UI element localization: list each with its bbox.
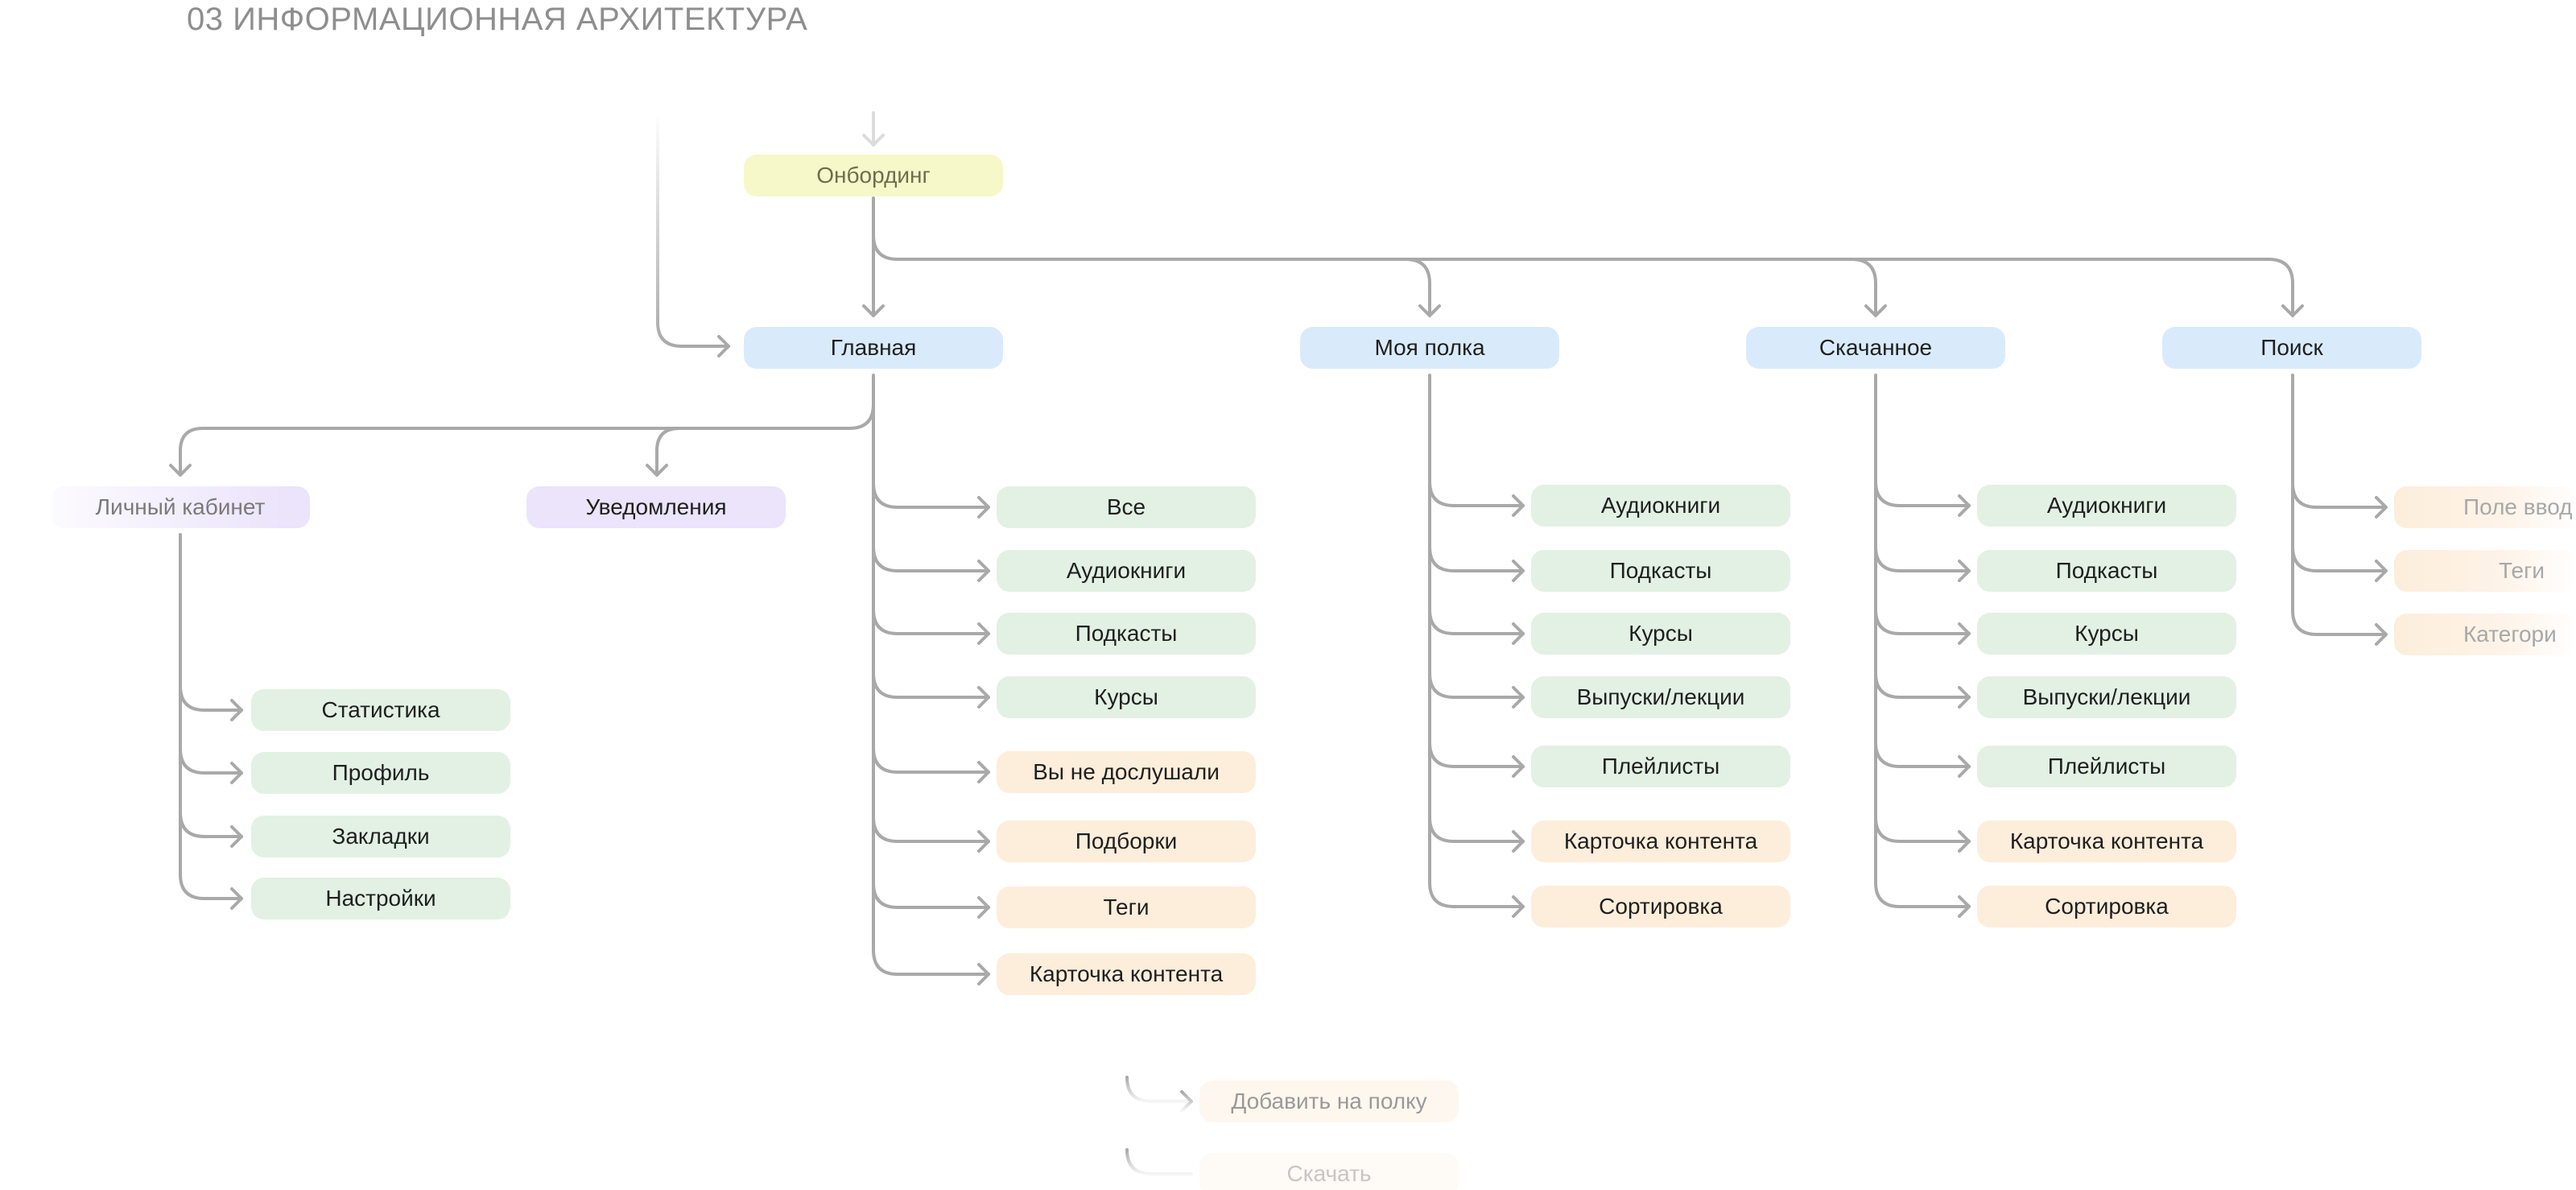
home-item: Все <box>997 486 1256 528</box>
downloads-item: Сортировка <box>1977 886 2236 928</box>
shelf-item: Аудиокниги <box>1531 485 1790 527</box>
card-branches <box>1125 1002 1193 1190</box>
left-incoming-arrowhead <box>717 335 730 357</box>
node-shelf: Моя полка <box>1300 327 1559 369</box>
left-incoming-line <box>656 111 730 348</box>
downloads-item: Курсы <box>1977 613 2236 655</box>
downloads-item: Аудиокниги <box>1977 485 2236 527</box>
node-notifications: Уведомления <box>526 486 786 528</box>
account-item: Закладки <box>251 816 510 857</box>
search-item: Поле ввод <box>2394 486 2576 528</box>
card-item: Скачать <box>1199 1153 1459 1190</box>
card-item: Добавить на полку <box>1199 1081 1459 1122</box>
downloads-branches <box>1874 480 1971 918</box>
node-downloads: Скачанное <box>1746 327 2005 369</box>
shelf-item: Карточка контента <box>1531 820 1790 862</box>
downloads-item: Выпуски/лекции <box>1977 676 2236 718</box>
search-item: Теги <box>2394 550 2576 592</box>
account-item: Статистика <box>251 689 510 731</box>
search-spine <box>2291 374 2388 636</box>
shelf-branches <box>1428 480 1525 918</box>
downloads-spine <box>1874 374 1971 908</box>
node-account: Личный кабинет <box>51 486 310 528</box>
shelf-item: Курсы <box>1531 613 1790 655</box>
downloads-item: Подкасты <box>1977 550 2236 592</box>
home-item-card: Карточка контента <box>997 953 1256 995</box>
search-branches <box>2291 481 2388 646</box>
onboarding-to-downloads <box>1404 258 1877 317</box>
shelf-item: Сортировка <box>1531 886 1790 928</box>
home-branches <box>872 481 990 985</box>
shelf-item: Плейлисты <box>1531 746 1790 787</box>
search-item: Категори <box>2394 614 2576 655</box>
home-item: Подкасты <box>997 613 1256 655</box>
downloads-item: Карточка контента <box>1977 820 2236 862</box>
page-title: 03 ИНФОРМАЦИОННАЯ АРХИТЕКТУРА <box>187 2 808 37</box>
home-item: Аудиокниги <box>997 550 1256 592</box>
account-item: Настройки <box>251 878 510 919</box>
account-spine <box>179 533 243 900</box>
home-to-account <box>179 374 875 477</box>
incoming-arrowhead <box>862 134 885 147</box>
onboarding-to-search <box>1850 258 2294 317</box>
home-item: Подборки <box>997 820 1256 862</box>
node-search: Поиск <box>2162 327 2421 369</box>
home-item: Вы не дослушали <box>997 751 1256 793</box>
account-branches <box>179 684 243 910</box>
shelf-item: Подкасты <box>1531 550 1790 592</box>
home-to-notifications <box>655 427 681 477</box>
home-item: Теги <box>997 886 1256 928</box>
downloads-item: Плейлисты <box>1977 746 2236 787</box>
home-item: Курсы <box>997 676 1256 718</box>
onboarding-to-shelf <box>872 233 1431 317</box>
shelf-spine <box>1428 374 1525 908</box>
home-spine <box>872 403 990 976</box>
shelf-item: Выпуски/лекции <box>1531 676 1790 718</box>
node-onboarding: Онбординг <box>744 155 1003 196</box>
account-item: Профиль <box>251 752 510 794</box>
node-home: Главная <box>744 327 1003 369</box>
